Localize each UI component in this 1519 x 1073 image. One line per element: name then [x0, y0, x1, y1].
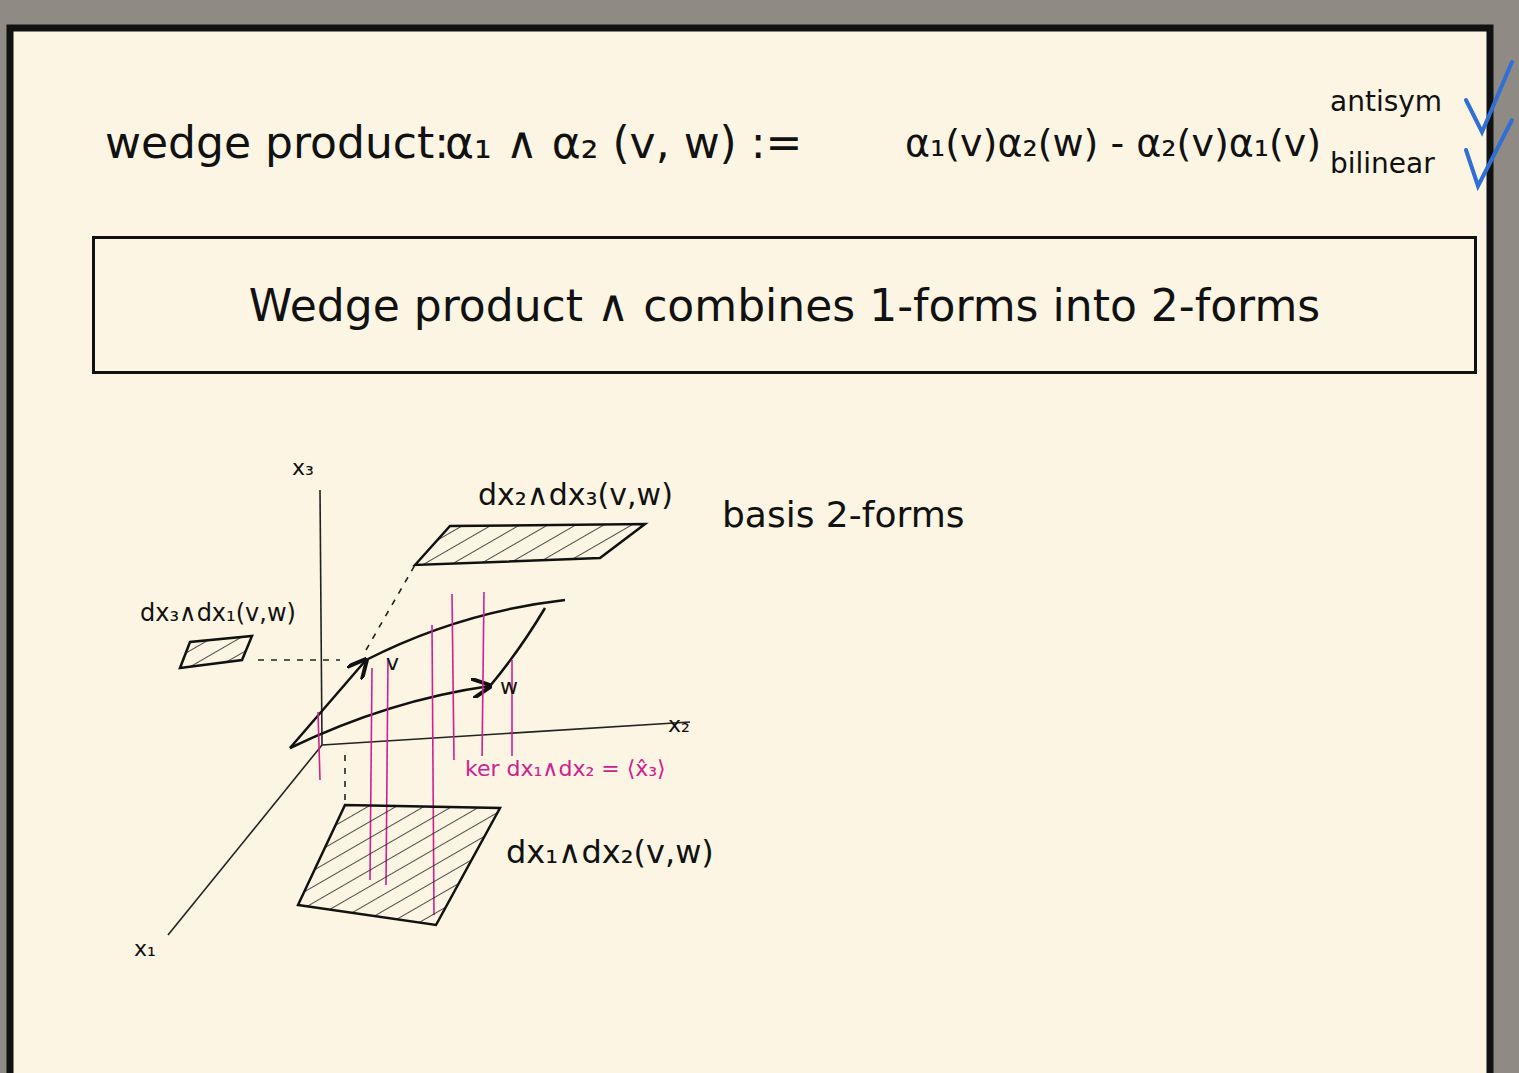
note-text: basis 2-forms	[722, 494, 964, 535]
form-label: dx₁∧dx₂(v,w)	[506, 834, 714, 871]
axis-label: x₁	[134, 936, 156, 961]
form-label: dx₃∧dx₁(v,w)	[140, 600, 296, 628]
form-label: dx₂∧dx₃(v,w)	[478, 478, 673, 513]
formula-left: α₁ ∧ α₂ (v, w) :=	[445, 118, 802, 169]
formula-right: α₁(v)α₂(w) - α₂(v)α₁(v)	[905, 122, 1321, 166]
heading-text: wedge product:	[105, 118, 449, 169]
check-marks	[1466, 62, 1512, 186]
property-note: bilinear	[1330, 148, 1435, 180]
paper	[10, 28, 1490, 1073]
parallelogram	[290, 600, 565, 748]
property-note: antisym	[1330, 86, 1442, 118]
kernel-note: ker dx₁∧dx₂ = ⟨x̂₃⟩	[462, 756, 669, 781]
vector-label: w	[500, 674, 518, 699]
summary-box: Wedge product ∧ combines 1-forms into 2-…	[92, 236, 1477, 374]
axis-label: x₃	[292, 455, 314, 480]
vector-label: v	[386, 650, 399, 675]
axis-label: x₂	[668, 712, 690, 737]
box-text: Wedge product ∧ combines 1-forms into 2-…	[249, 280, 1320, 331]
